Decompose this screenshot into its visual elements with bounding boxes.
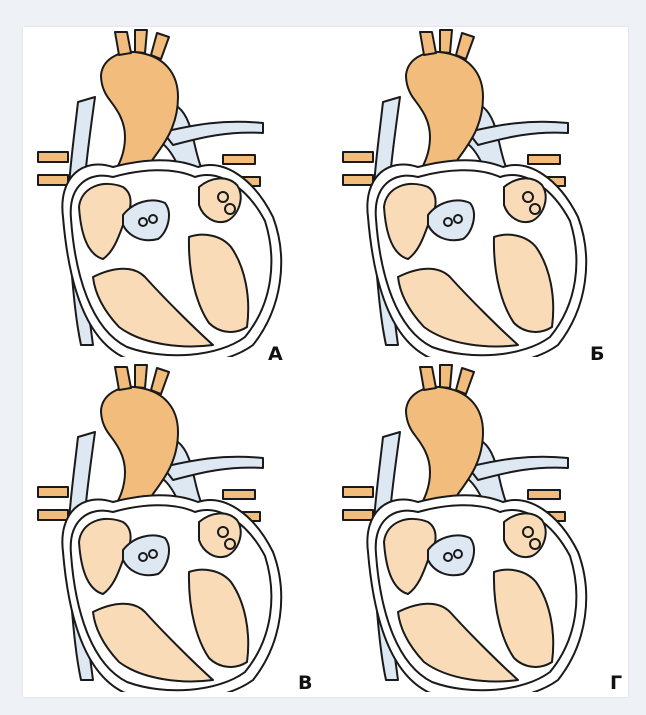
heart-illustration-g <box>328 362 628 692</box>
heart-diagram-g: Г <box>328 362 628 692</box>
heart-illustration-v <box>23 362 323 692</box>
heart-diagram-v: В <box>23 362 323 692</box>
heart-diagram-b: Б <box>328 27 628 357</box>
panel-label-v: В <box>298 674 312 693</box>
heart-illustration-b <box>328 27 628 357</box>
figure-sheet: А Б В Г <box>23 27 628 697</box>
heart-diagram-a: А <box>23 27 323 357</box>
heart-illustration-a <box>23 27 323 357</box>
panel-label-g: Г <box>610 674 622 693</box>
